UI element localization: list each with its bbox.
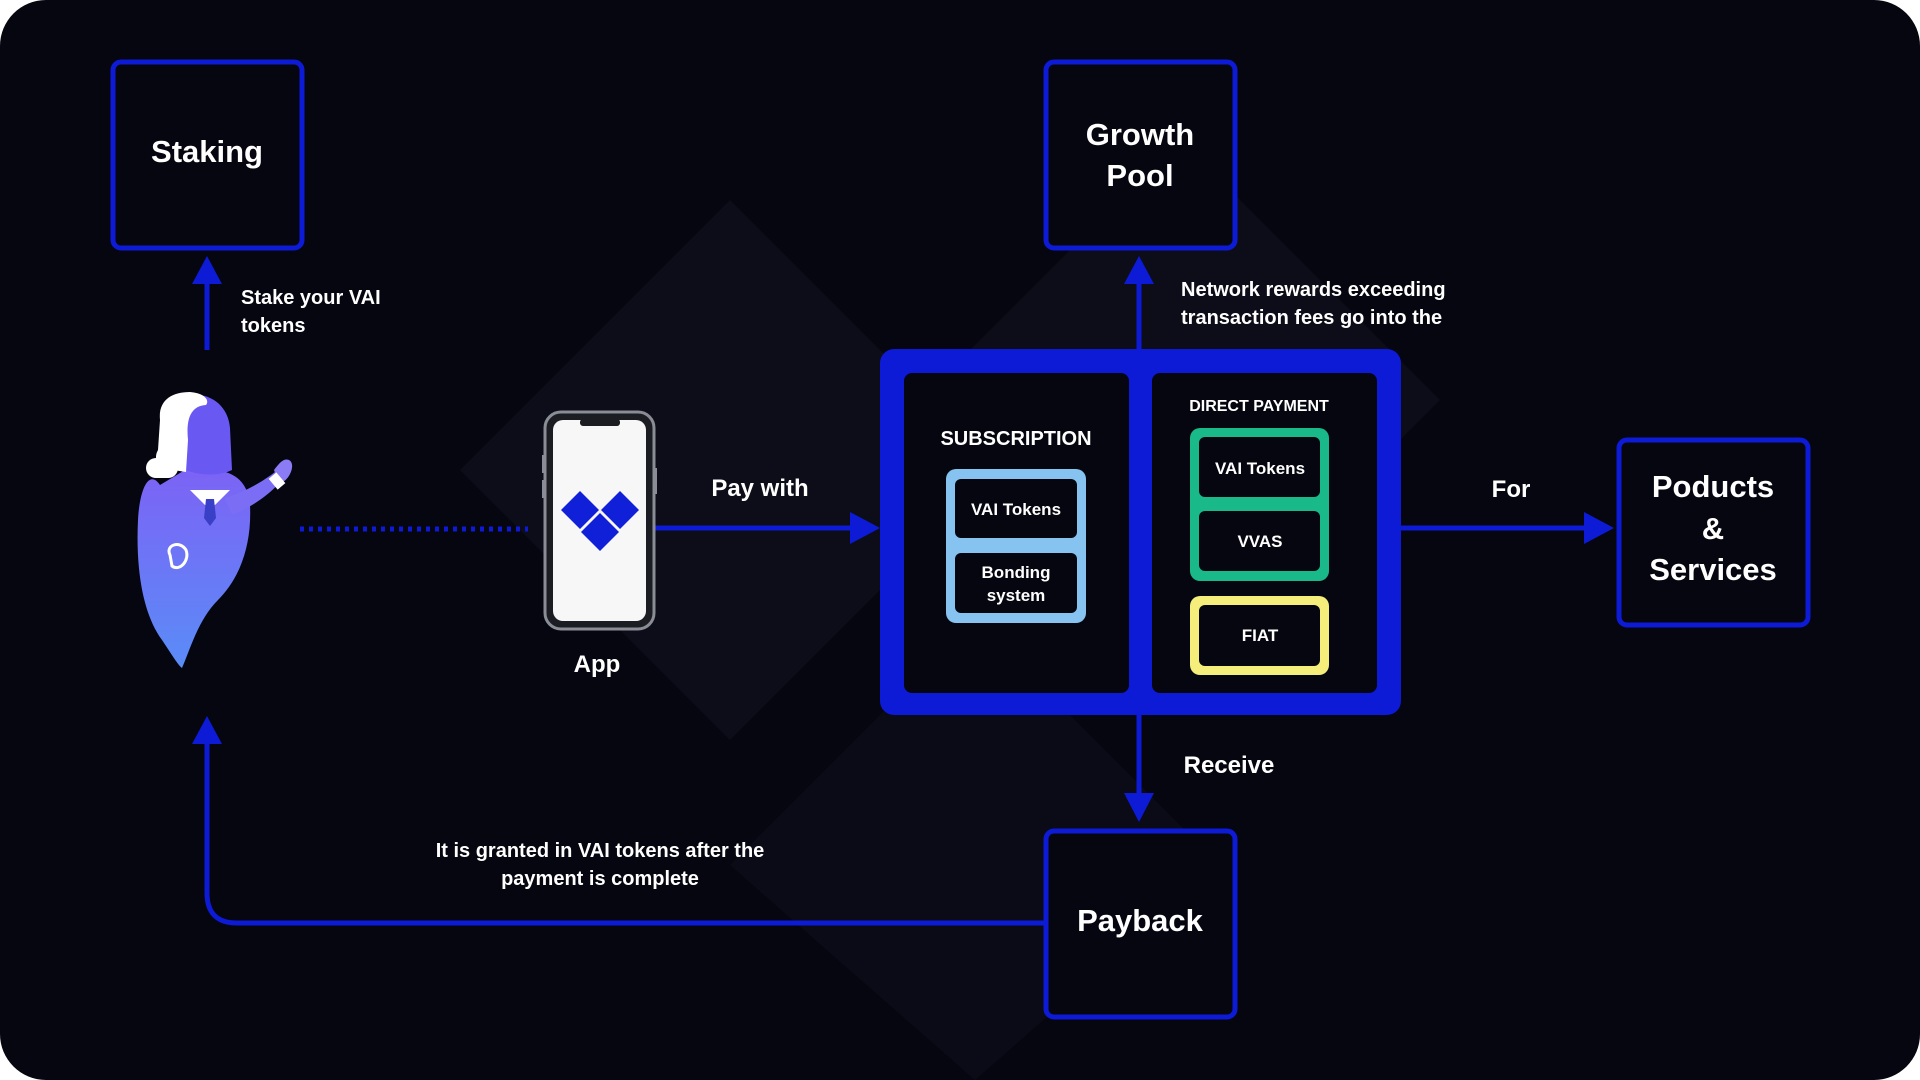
products-label-line2: & [1702, 511, 1724, 546]
products-label-line1: Poducts [1652, 469, 1774, 504]
granted-label-line2: payment is complete [501, 868, 699, 890]
direct-vai-tokens-label: VAI Tokens [1215, 459, 1305, 478]
person-mascot-icon [137, 392, 293, 668]
smartphone-app-icon [542, 410, 657, 631]
direct-payment-title: DIRECT PAYMENT [1189, 398, 1329, 415]
payback-node: Payback [1043, 828, 1238, 1020]
stake-label-line1: Stake your VAI [241, 287, 381, 309]
growth-pool-label-line2: Pool [1106, 158, 1173, 193]
for-label: For [1492, 476, 1531, 503]
diamond-logo-icon [561, 491, 639, 551]
direct-option-fiat [1199, 605, 1320, 666]
app-label: App [574, 651, 621, 678]
products-services-node: Poducts & Services [1616, 437, 1811, 628]
growth-pool-node: Growth Pool [1043, 59, 1238, 251]
arrow-up-growth [1124, 256, 1154, 284]
direct-fiat-label: FIAT [1242, 626, 1279, 645]
growth-pool-label-line1: Growth [1086, 117, 1195, 152]
granted-label-line1: It is granted in VAI tokens after the [436, 840, 765, 862]
direct-option-vvas [1199, 511, 1320, 571]
subscription-option-vai-tokens [955, 479, 1077, 538]
connectors [192, 256, 1614, 926]
products-label-line3: Services [1649, 552, 1777, 587]
receive-label: Receive [1184, 752, 1275, 779]
network-rewards-label-line1: Network rewards exceeding [1181, 279, 1446, 301]
payback-label: Payback [1077, 903, 1204, 938]
direct-option-vai-tokens [1199, 437, 1320, 497]
subscription-vai-tokens-label: VAI Tokens [971, 500, 1061, 519]
subscription-bonding-label-line1: Bonding [982, 563, 1051, 582]
arrow-up-staking [192, 256, 222, 284]
arrow-right-products [1584, 512, 1614, 544]
direct-vvas-label: VVAS [1237, 532, 1282, 551]
staking-label: Staking [151, 134, 263, 169]
subscription-option-bonding [955, 553, 1077, 613]
subscription-title: SUBSCRIPTION [940, 428, 1091, 450]
arrow-up-mascot [192, 716, 222, 744]
arrow-down-payback [1124, 793, 1154, 822]
payment-methods-panel: SUBSCRIPTION VAI Tokens Bonding system D… [880, 349, 1401, 715]
subscription-bonding-label-line2: system [987, 586, 1046, 605]
staking-node: Staking [110, 59, 305, 251]
stake-label-line2: tokens [241, 315, 305, 337]
arrow-right-payment [850, 512, 880, 544]
network-rewards-label-line2: transaction fees go into the [1181, 307, 1442, 329]
pay-with-label: Pay with [711, 475, 808, 502]
connector-granted [204, 742, 1046, 926]
